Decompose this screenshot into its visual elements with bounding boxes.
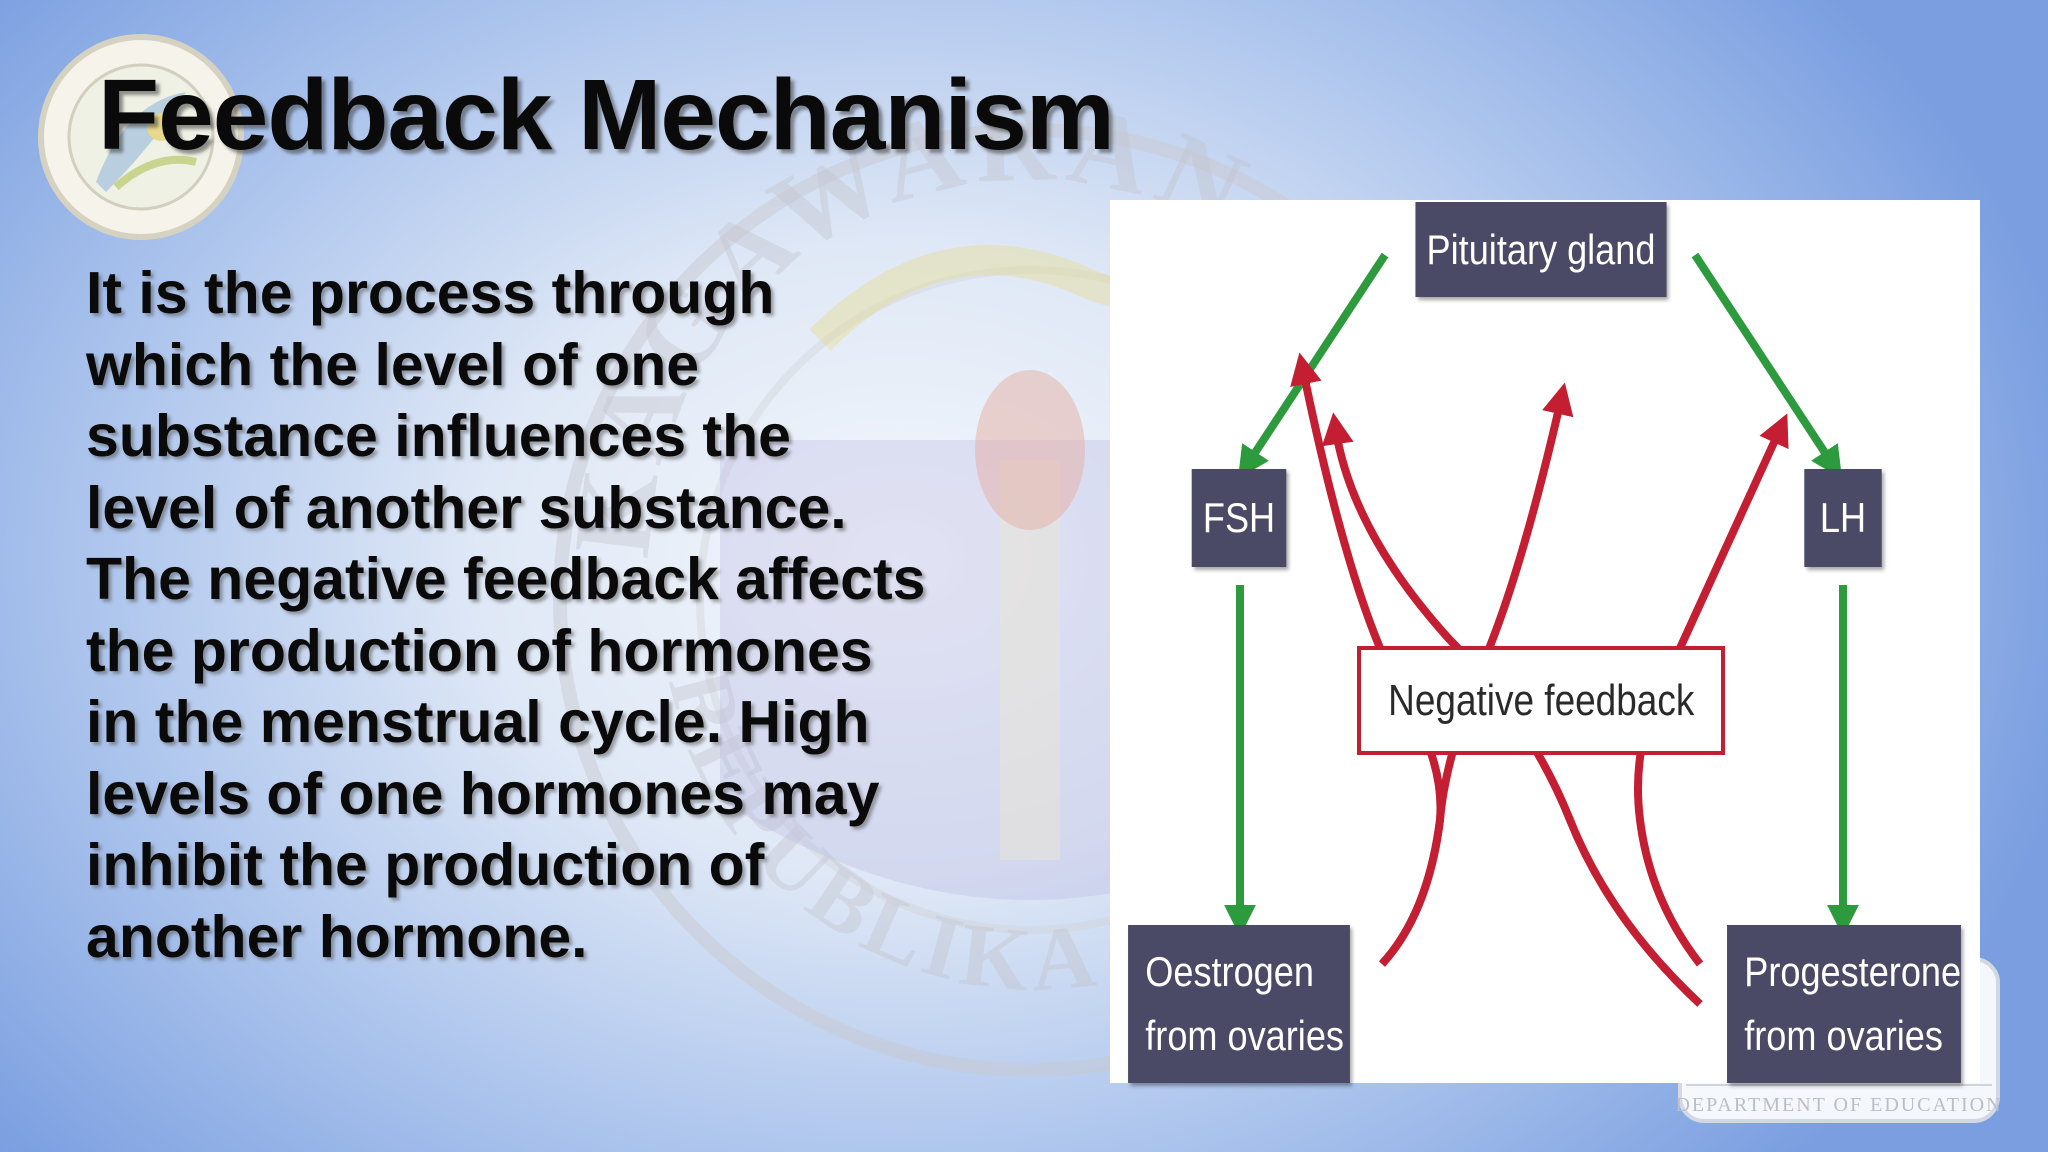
body-line: which the level of one xyxy=(86,331,700,398)
body-line: inhibit the production of xyxy=(86,832,765,898)
oestrogen-line-1: Oestrogen xyxy=(1145,948,1314,995)
logo-bottom-text: DEPARTMENT OF EDUCATION xyxy=(1676,1094,2002,1116)
progesterone-line-1: Progesterone xyxy=(1744,948,1962,995)
body-line: substance influences the xyxy=(86,403,791,469)
negative-feedback-label: Negative feedback xyxy=(1387,675,1695,725)
body-line: levels of one hormones may xyxy=(86,760,880,827)
feedback-diagram: Pituitary gland FSH LH Oestrogen from ov… xyxy=(1110,200,1980,1083)
node-oestrogen: Oestrogen from ovaries xyxy=(1128,925,1350,1083)
body-line: level of another substance. xyxy=(86,474,847,541)
body-line: another hormone. xyxy=(86,903,588,970)
body-line: the production of hormones xyxy=(86,617,873,684)
body-line: It is the process through xyxy=(86,260,775,326)
slide-title: Feedback Mechanism xyxy=(98,59,1115,171)
body-text: It is the process through which the leve… xyxy=(86,258,1086,973)
node-pituitary-gland: Pituitary gland xyxy=(1415,202,1667,297)
oestrogen-line-2: from ovaries xyxy=(1145,1012,1344,1059)
arrow-pituitary-to-lh xyxy=(1691,252,1843,479)
node-progesterone: Progesterone from ovaries xyxy=(1727,925,1961,1083)
body-line: in the menstrual cycle. High xyxy=(86,689,870,755)
node-lh: LH xyxy=(1804,469,1882,567)
deped-logo-top xyxy=(38,34,244,240)
body-line: The negative feedback affects xyxy=(86,546,926,612)
negative-feedback-box: Negative feedback xyxy=(1357,646,1725,755)
progesterone-line-2: from ovaries xyxy=(1744,1012,1943,1059)
node-fsh: FSH xyxy=(1191,469,1287,567)
